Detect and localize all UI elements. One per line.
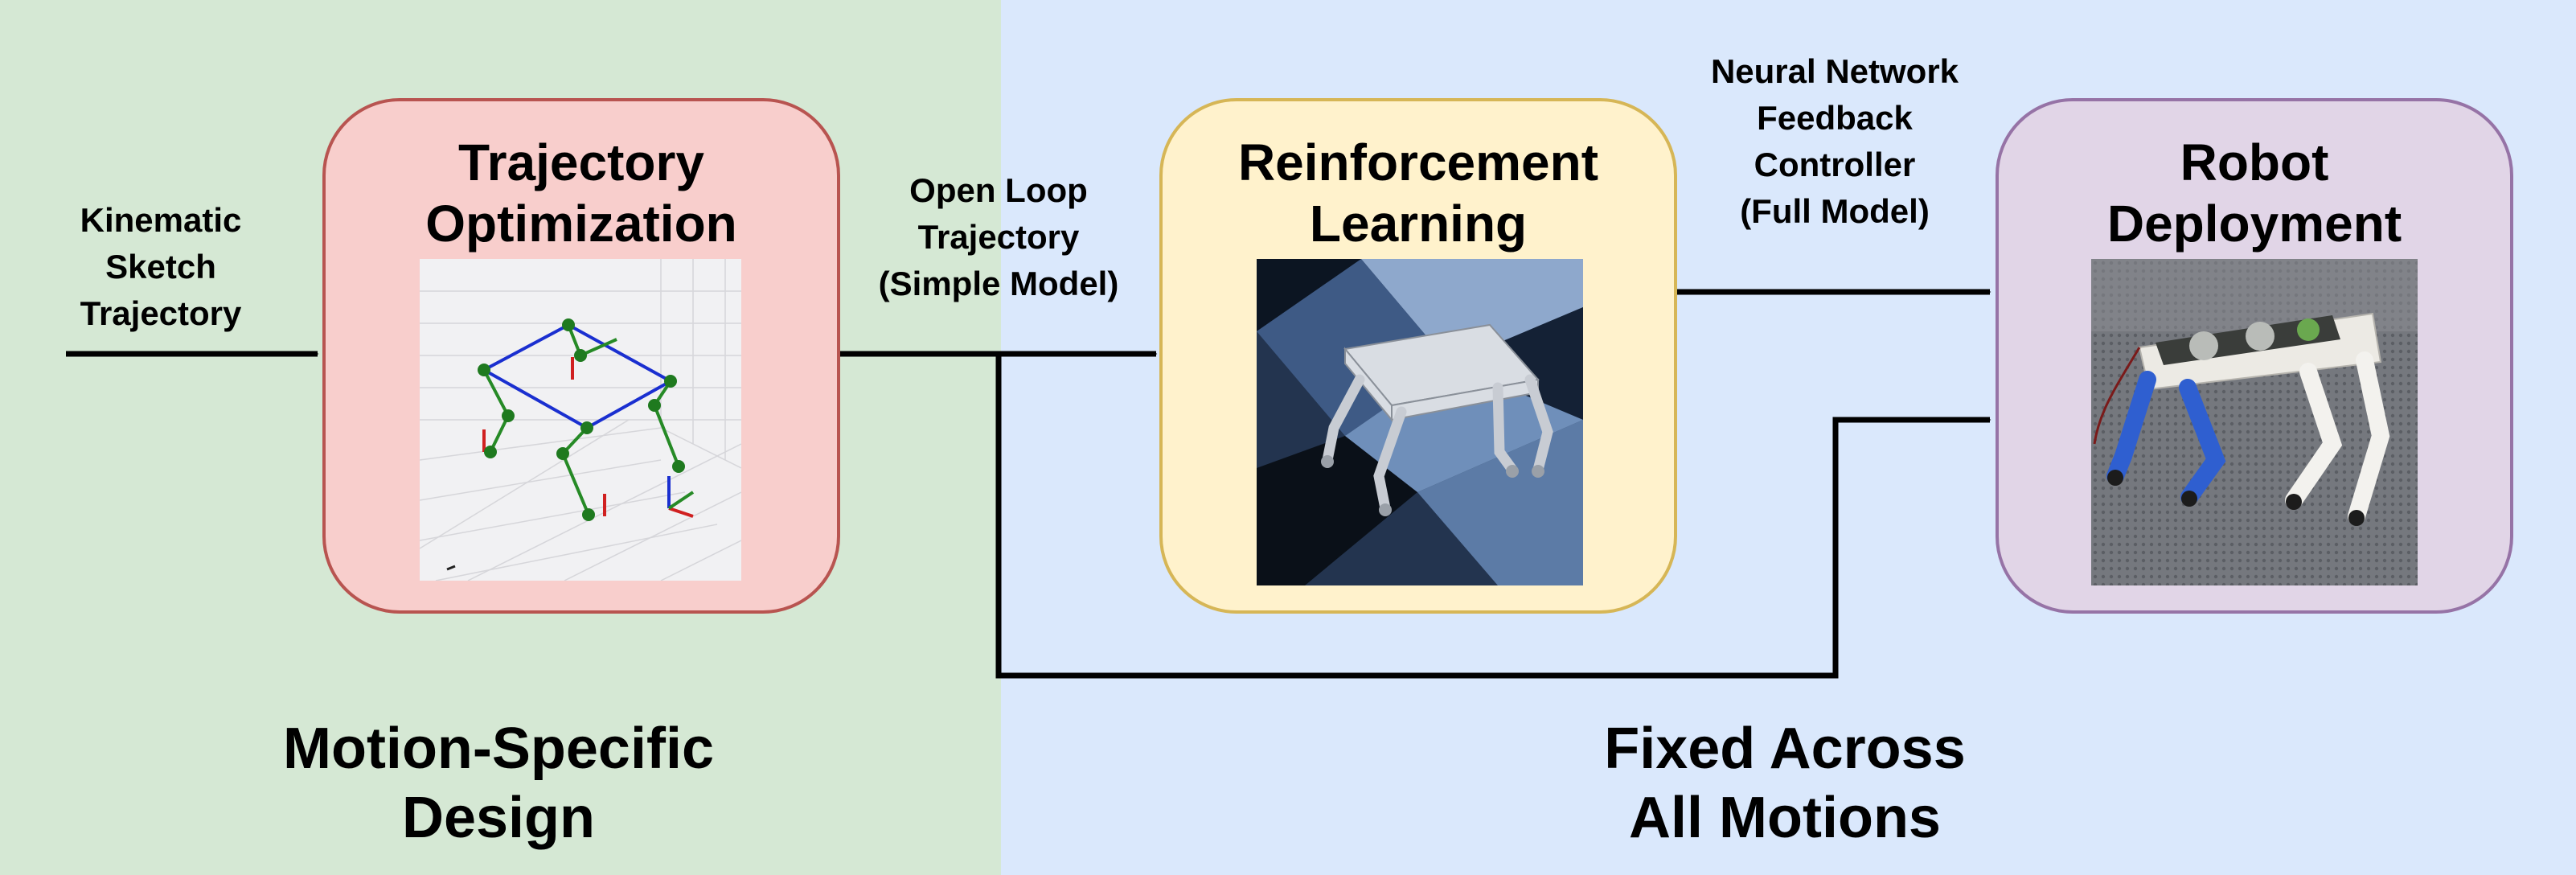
fixed-across-all-motions-label: Fixed Across All Motions: [1604, 717, 1966, 850]
trajectory-optimization-block: Trajectory Optimization: [322, 98, 840, 614]
trajectory-optimization-title: Trajectory Optimization: [425, 134, 737, 253]
reinforcement-learning-block: Reinforcement Learning: [1159, 98, 1677, 614]
robot-photo: [2091, 259, 2418, 585]
robot-deployment-block: Robot Deployment: [1996, 98, 2513, 614]
reinforcement-learning-title: Reinforcement Learning: [1237, 134, 1599, 253]
open-loop-trajectory-label: Open Loop Trajectory (Simple Model): [878, 171, 1119, 302]
simulation-image: [1257, 259, 1583, 585]
robot-deployment-title: Robot Deployment: [2106, 134, 2402, 253]
motion-specific-design-label: Motion-Specific Design: [283, 717, 714, 850]
trajectory-optimization-figure: [420, 259, 741, 581]
bypass-arrow: [995, 354, 1991, 679]
kinematic-sketch-label: Kinematic Sketch Trajectory: [80, 201, 242, 332]
feedback-controller-label: Neural Network Feedback Controller (Full…: [1710, 52, 1959, 230]
